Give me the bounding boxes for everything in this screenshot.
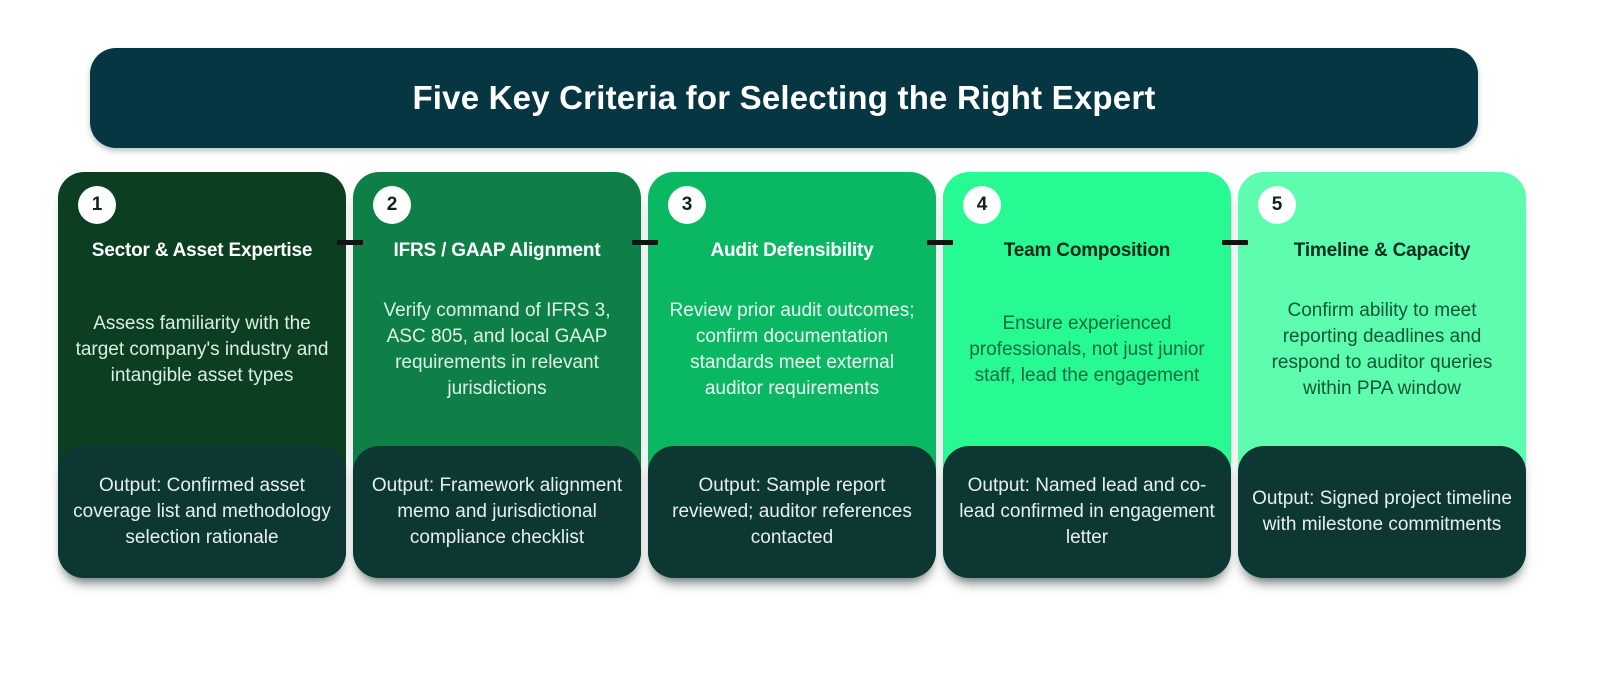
step-number-badge: 3 [668,186,706,224]
card-body-area: Assess familiarity with the target compa… [58,262,346,438]
step-number: 1 [91,194,103,215]
card-output-text: Output: Signed project timeline with mil… [1252,488,1512,535]
card-output-box: Output: Signed project timeline with mil… [1238,446,1526,578]
card-body-area: Review prior audit outcomes; confirm doc… [648,262,936,438]
card-title: Audit Defensibility [710,240,874,261]
step-number: 4 [976,194,988,215]
title-banner: Five Key Criteria for Selecting the Righ… [90,48,1478,148]
connector-line-4-5 [1222,240,1248,245]
connector-line-1-2 [337,240,363,245]
step-number: 3 [681,194,693,215]
card-output-box: Output: Framework alignment memo and jur… [353,446,641,578]
card-team-composition: 4 Team Composition Ensure experienced pr… [943,172,1231,578]
card-sector-asset-expertise: 1 Sector & Asset Expertise Assess famili… [58,172,346,578]
card-ifrs-gaap-alignment: 2 IFRS / GAAP Alignment Verify command o… [353,172,641,578]
card-description: Confirm ability to meet reporting deadli… [1271,300,1493,399]
card-output-text: Output: Named lead and co-lead confirmed… [959,475,1215,548]
card-output-text: Output: Sample report reviewed; auditor … [672,475,912,548]
step-number-badge: 4 [963,186,1001,224]
card-body-area: Verify command of IFRS 3, ASC 805, and l… [353,262,641,438]
card-title: Sector & Asset Expertise [91,240,313,261]
card-output-text: Output: Confirmed asset coverage list an… [73,475,331,548]
card-description: Ensure experienced professionals, not ju… [969,313,1205,386]
step-number-badge: 1 [78,186,116,224]
step-number-badge: 2 [373,186,411,224]
card-output-text: Output: Framework alignment memo and jur… [371,475,623,548]
card-body-area: Ensure experienced professionals, not ju… [943,262,1231,438]
card-title: IFRS / GAAP Alignment [393,240,601,261]
connector-line-3-4 [927,240,953,245]
connector-line-2-3 [632,240,658,245]
card-title: Timeline & Capacity [1293,240,1471,261]
card-description: Assess familiarity with the target compa… [75,313,329,386]
step-number: 2 [386,194,398,215]
step-number-badge: 5 [1258,186,1296,224]
card-description: Review prior audit outcomes; confirm doc… [669,300,915,399]
card-audit-defensibility: 3 Audit Defensibility Review prior audit… [648,172,936,578]
card-output-box: Output: Sample report reviewed; auditor … [648,446,936,578]
card-output-box: Output: Confirmed asset coverage list an… [58,446,346,578]
step-number: 5 [1271,194,1283,215]
card-output-box: Output: Named lead and co-lead confirmed… [943,446,1231,578]
card-title: Team Composition [1003,240,1171,261]
card-body-area: Confirm ability to meet reporting deadli… [1238,262,1526,438]
page-title: Five Key Criteria for Selecting the Righ… [412,79,1156,116]
card-timeline-capacity: 5 Timeline & Capacity Confirm ability to… [1238,172,1526,578]
card-description: Verify command of IFRS 3, ASC 805, and l… [383,300,611,399]
